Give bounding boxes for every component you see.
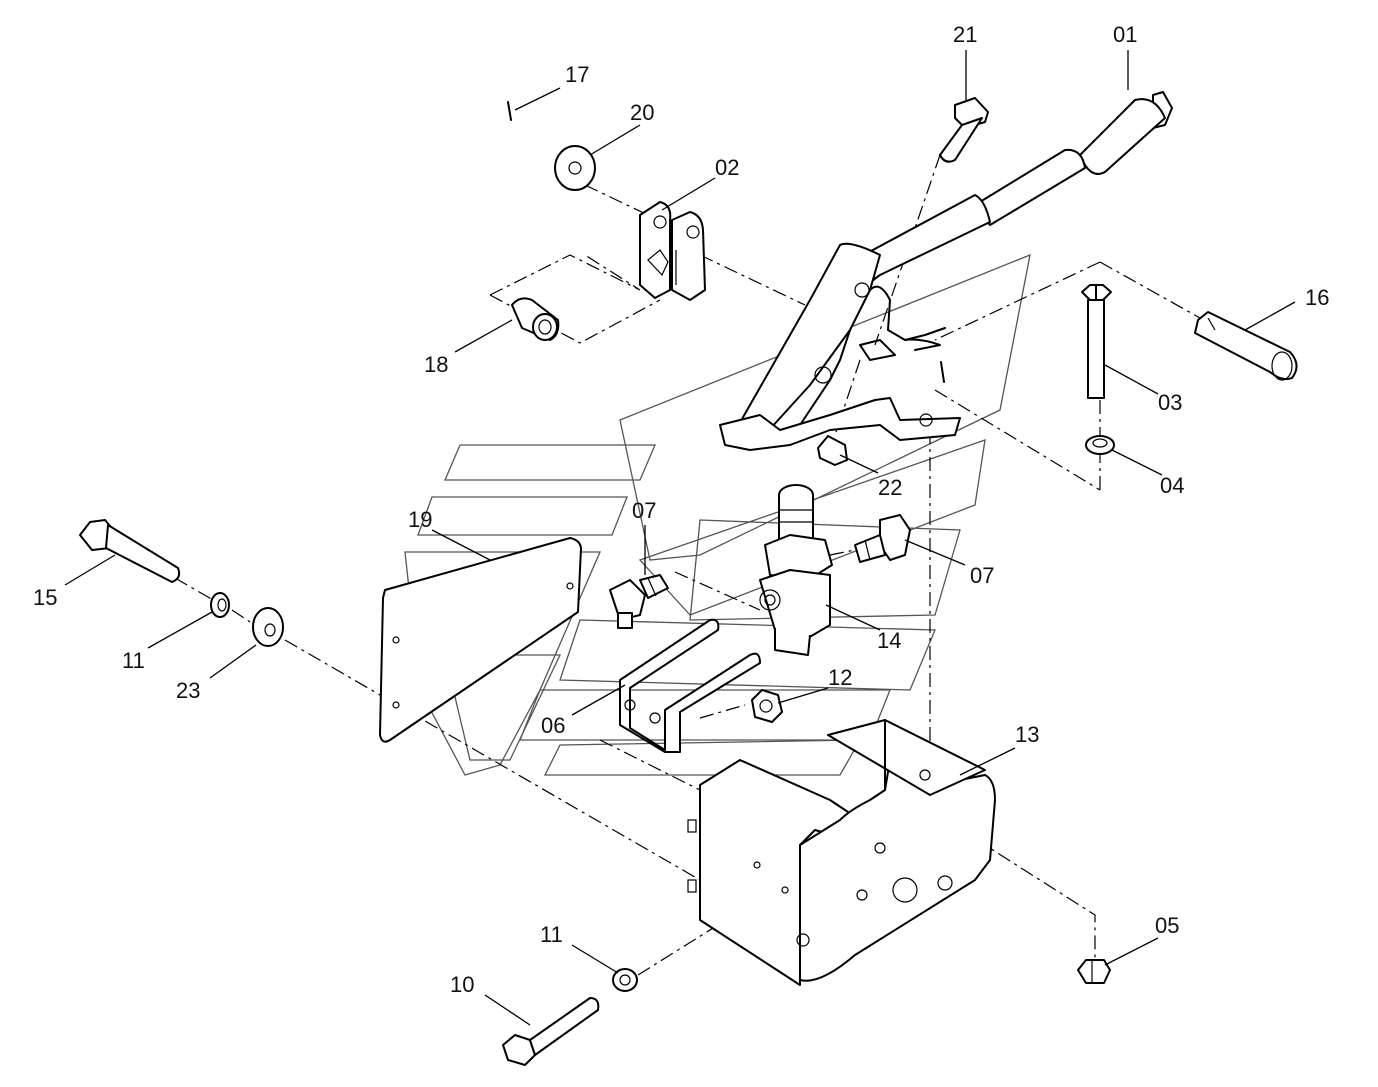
hand-lever-part-01	[719, 91, 1173, 451]
callout-19: 19	[408, 507, 432, 532]
cover-plate-part-19	[379, 537, 582, 743]
callout-07-left: 07	[632, 498, 656, 523]
callout-05: 05	[1155, 913, 1179, 938]
bolt-part-03	[1081, 284, 1112, 399]
callout-17: 17	[565, 62, 589, 87]
elbow-fitting-part-07-left	[609, 574, 669, 629]
split-pin-part-17	[507, 101, 512, 121]
callout-11-lower: 11	[540, 922, 563, 947]
callout-10: 10	[450, 972, 474, 997]
callout-22: 22	[878, 475, 902, 500]
elbow-fitting-part-07-right	[854, 514, 911, 563]
callout-01: 01	[1113, 22, 1137, 47]
bolt-part-15	[79, 519, 181, 583]
callout-12: 12	[828, 665, 852, 690]
callout-21: 21	[953, 22, 977, 47]
mounting-bracket-part-13	[687, 719, 996, 986]
nut-part-12	[751, 689, 783, 723]
callout-07-right: 07	[970, 563, 994, 588]
washer-part-11-upper	[210, 592, 230, 618]
slotted-bracket-part-06	[619, 618, 761, 753]
callout-23: 23	[176, 678, 200, 703]
callout-15: 15	[33, 585, 57, 610]
callout-leaders	[64, 50, 1296, 1026]
washer-part-23	[252, 607, 284, 647]
callout-06: 06	[541, 713, 565, 738]
valve-part-14	[759, 484, 833, 656]
callout-16: 16	[1305, 285, 1329, 310]
nut-part-22	[817, 435, 848, 466]
callout-03: 03	[1158, 390, 1182, 415]
watermark-logo	[404, 253, 1031, 776]
nut-part-05	[1077, 959, 1111, 984]
callout-20: 20	[630, 100, 654, 125]
washer-part-20	[554, 145, 596, 191]
bolt-part-10	[502, 997, 600, 1066]
callout-02: 02	[715, 155, 739, 180]
callout-04: 04	[1160, 473, 1184, 498]
callout-11-upper: 11	[122, 648, 145, 673]
callout-18: 18	[424, 352, 448, 377]
clevis-bracket-part-02	[639, 201, 706, 301]
washer-part-11-lower	[612, 968, 638, 992]
washer-part-04	[1085, 435, 1115, 455]
pin-part-16	[1194, 311, 1298, 381]
callout-13: 13	[1015, 722, 1039, 747]
bolt-part-21	[939, 97, 989, 163]
callout-labels: 01 02 03 04 05 06 07 07 10 11 11 12 13 1…	[33, 22, 1329, 997]
bushing-part-18	[511, 297, 560, 341]
callout-14: 14	[877, 628, 901, 653]
